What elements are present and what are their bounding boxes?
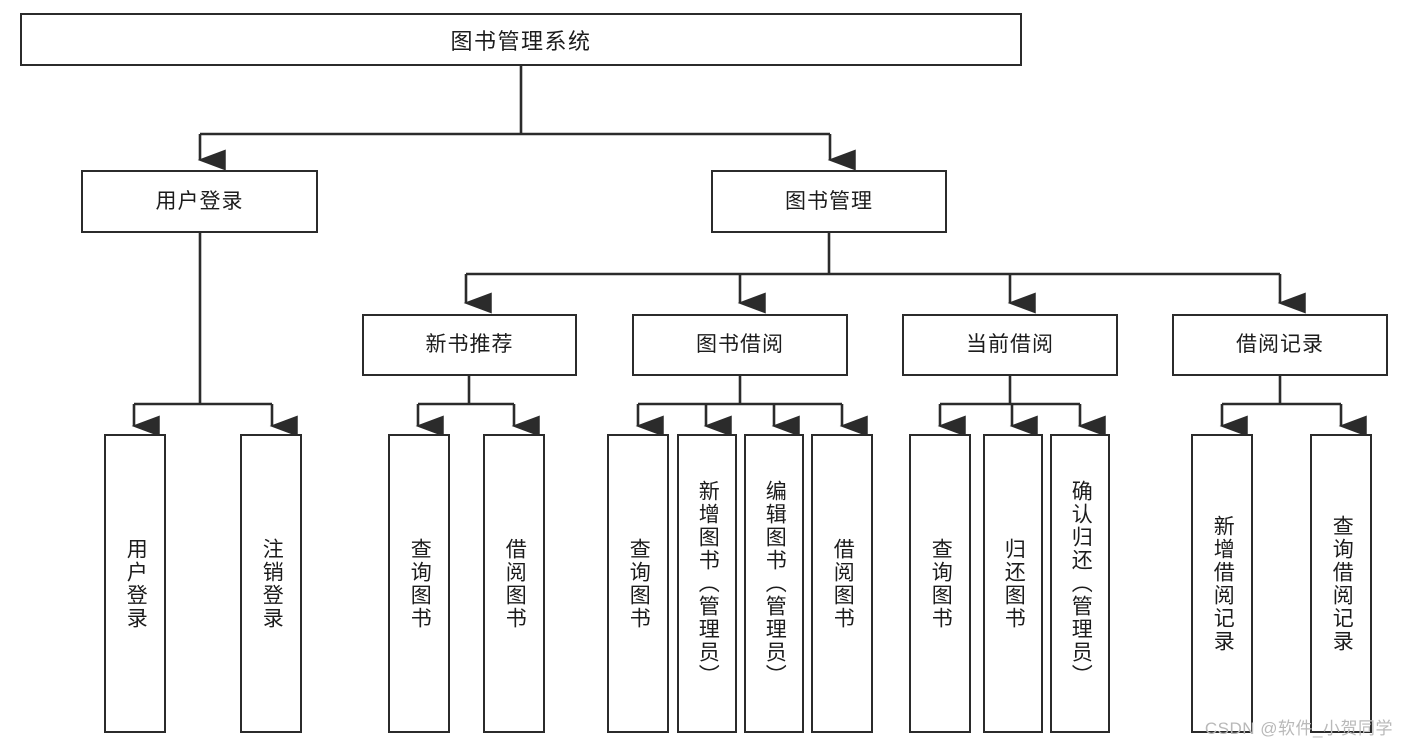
node-new-book-recommend[interactable]: 新书推荐 (362, 314, 577, 376)
node-borrow-records[interactable]: 借阅记录 (1172, 314, 1388, 376)
leaf-edit-book-admin[interactable]: 编辑图书（管理员） (744, 434, 804, 733)
node-book-management[interactable]: 图书管理 (711, 170, 947, 233)
leaf-add-book-admin[interactable]: 新增图书（管理员） (677, 434, 737, 733)
leaf-borrow-book-recommend[interactable]: 借阅图书 (483, 434, 545, 733)
leaf-borrow-book[interactable]: 借阅图书 (811, 434, 873, 733)
leaf-return-book[interactable]: 归还图书 (983, 434, 1043, 733)
node-user-login[interactable]: 用户登录 (81, 170, 318, 233)
leaf-query-borrow-record[interactable]: 查询借阅记录 (1310, 434, 1372, 733)
leaf-query-book-recommend[interactable]: 查询图书 (388, 434, 450, 733)
leaf-query-book-borrow[interactable]: 查询图书 (607, 434, 669, 733)
leaf-user-login[interactable]: 用户登录 (104, 434, 166, 733)
node-current-borrow[interactable]: 当前借阅 (902, 314, 1118, 376)
leaf-confirm-return-admin[interactable]: 确认归还（管理员） (1050, 434, 1110, 733)
node-book-borrow[interactable]: 图书借阅 (632, 314, 848, 376)
leaf-add-borrow-record[interactable]: 新增借阅记录 (1191, 434, 1253, 733)
csdn-watermark: CSDN @软件_小贺同学 (1204, 719, 1393, 738)
node-root-system[interactable]: 图书管理系统 (20, 13, 1022, 66)
leaf-logout[interactable]: 注销登录 (240, 434, 302, 733)
leaf-query-book-current[interactable]: 查询图书 (909, 434, 971, 733)
